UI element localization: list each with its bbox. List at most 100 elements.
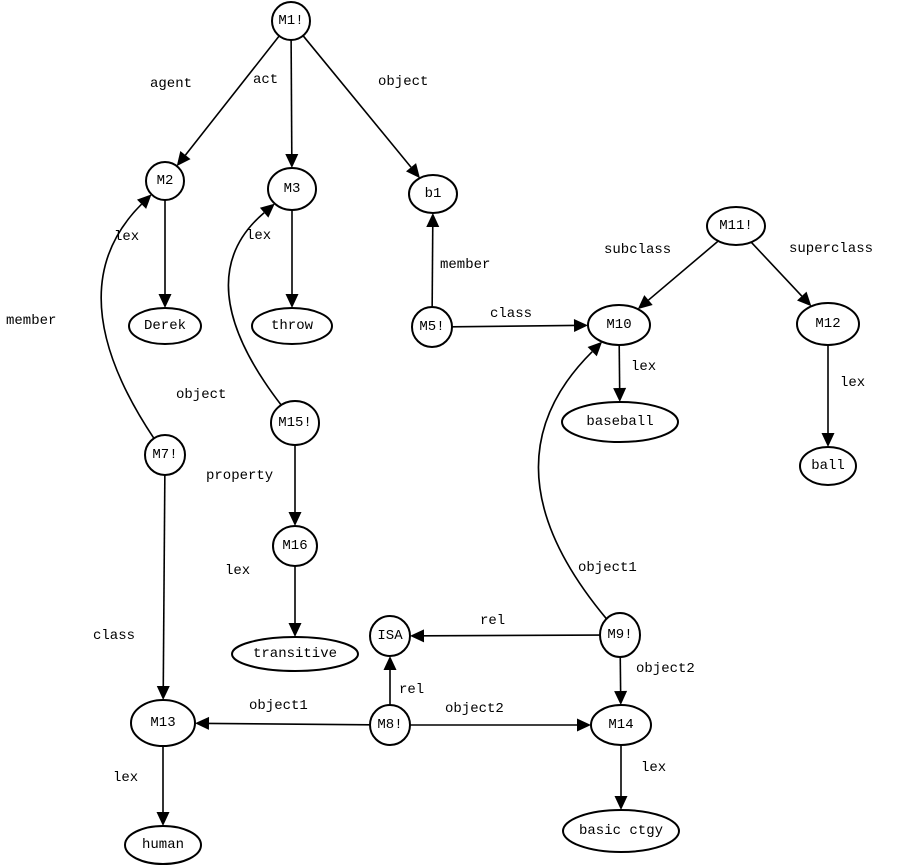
node-label: M16 <box>282 538 307 554</box>
edge-label: property <box>206 468 273 484</box>
edge-label: object <box>378 74 428 90</box>
node-label: transitive <box>253 646 337 662</box>
node-ellipse <box>587 304 651 346</box>
edge-label: object <box>176 387 226 403</box>
node-m14: M14 <box>590 704 652 746</box>
edge-label: lex <box>246 228 271 244</box>
node-label: M3 <box>284 181 301 197</box>
edge-line <box>302 35 412 168</box>
node-m7: M7! <box>144 434 186 476</box>
edge-label: object2 <box>636 661 695 677</box>
node-label: baseball <box>586 414 653 430</box>
edge-m11-to-m10: subclass <box>604 240 719 310</box>
edge-line <box>100 203 155 439</box>
node-ellipse <box>128 307 202 345</box>
arrowhead-icon <box>614 690 628 706</box>
edge-m15-to-m16: property <box>206 445 302 526</box>
edge-line <box>647 240 719 301</box>
node-ellipse <box>270 400 320 446</box>
node-ellipse <box>561 401 679 443</box>
node-label: M1! <box>278 13 303 29</box>
node-ellipse <box>411 306 453 348</box>
node-label: M11! <box>719 218 753 234</box>
edge-m3-to-throw: lex <box>246 210 299 308</box>
node-m16: M16 <box>272 525 318 567</box>
edge-label: object2 <box>445 701 504 717</box>
arrowhead-icon <box>383 656 397 670</box>
node-label: M15! <box>278 415 312 431</box>
node-label: M7! <box>152 447 177 463</box>
edge-label: superclass <box>789 241 873 257</box>
edge-line <box>537 351 608 620</box>
arrowhead-icon <box>797 291 812 307</box>
edge-m11-to-m12: superclass <box>750 241 873 307</box>
arrowhead-icon <box>288 623 302 637</box>
edge-m1-to-m2: agent <box>150 35 280 167</box>
node-human: human <box>124 825 202 865</box>
node-label: M5! <box>419 319 444 335</box>
edge-line <box>227 212 282 406</box>
edge-m2-to-derek: lex <box>114 200 172 308</box>
node-ellipse <box>796 302 860 346</box>
node-m8: M8! <box>369 704 411 746</box>
node-label: basic ctgy <box>579 823 663 839</box>
node-m15: M15! <box>270 400 320 446</box>
edge-m14-to-basic-ctgy: lex <box>614 745 666 810</box>
edge-line <box>431 226 434 308</box>
node-label: b1 <box>425 186 442 202</box>
node-ellipse <box>267 167 317 211</box>
edge-line <box>423 634 601 637</box>
edge-label: lex <box>114 229 139 245</box>
node-label: M13 <box>150 715 175 731</box>
node-baseball: baseball <box>561 401 679 443</box>
node-label: M9! <box>607 627 632 643</box>
arrowhead-icon <box>587 341 603 357</box>
edge-label: act <box>253 72 278 88</box>
node-m10: M10 <box>587 304 651 346</box>
edge-m8-to-isa: rel <box>383 656 424 705</box>
edge-label: rel <box>480 613 505 629</box>
edge-m9-to-m10: object1 <box>537 341 637 620</box>
edge-label: rel <box>399 682 424 698</box>
arrowhead-icon <box>156 685 170 701</box>
node-transitive: transitive <box>231 636 359 672</box>
edge-line <box>290 39 293 155</box>
node-ellipse <box>130 699 196 747</box>
node-throw: throw <box>251 307 333 345</box>
edge-label: subclass <box>604 242 671 258</box>
node-ellipse <box>599 612 641 658</box>
edge-label: lex <box>641 760 666 776</box>
edge-m1-to-b1: object <box>302 35 428 179</box>
edge-m16-to-transitive: lex <box>225 563 302 637</box>
arrowhead-icon <box>288 512 302 526</box>
arrowhead-icon <box>614 796 628 810</box>
edge-m9-to-isa: rel <box>409 613 601 643</box>
arrowhead-icon <box>194 716 210 730</box>
arrowhead-icon <box>613 387 627 403</box>
node-m2: M2 <box>145 161 185 201</box>
node-ellipse <box>369 704 411 746</box>
node-ellipse <box>124 825 202 865</box>
edge-m9-to-m14: object2 <box>614 656 695 706</box>
node-label: human <box>142 837 184 853</box>
edge-line <box>184 35 280 156</box>
node-ball: ball <box>799 446 857 486</box>
node-label: Derek <box>144 318 186 334</box>
arrowhead-icon <box>406 163 420 179</box>
node-ellipse <box>272 525 318 567</box>
edge-m7-to-m13: class <box>93 474 170 701</box>
node-label: M10 <box>606 317 631 333</box>
edge-line <box>162 474 166 687</box>
edge-label: lex <box>113 770 138 786</box>
node-label: M14 <box>608 717 633 733</box>
edge-line <box>208 722 371 726</box>
node-ellipse <box>251 307 333 345</box>
edge-label: class <box>93 628 135 644</box>
node-ellipse <box>145 161 185 201</box>
node-m9: M9! <box>599 612 641 658</box>
node-m5: M5! <box>411 306 453 348</box>
edge-m5-to-m10: class <box>451 306 589 332</box>
